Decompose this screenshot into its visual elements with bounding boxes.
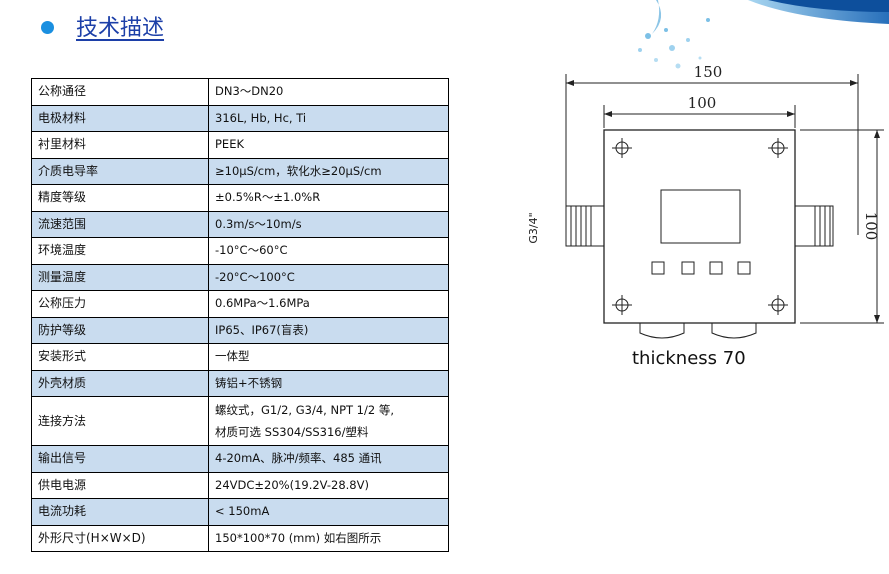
spec-label: 公称压力 — [31, 290, 209, 318]
spec-label: 环境温度 — [31, 237, 209, 265]
spec-label: 防护等级 — [31, 316, 209, 344]
spec-value: -10°C～60°C — [208, 237, 449, 265]
spec-label: 电极材料 — [31, 104, 209, 132]
heading-bullet-icon — [41, 21, 54, 34]
spec-value: 150*100*70 (mm) 如右图所示 — [208, 524, 449, 552]
spec-label: 安装形式 — [31, 343, 209, 371]
spec-value: < 150mA — [208, 498, 449, 526]
spec-row: 精度等级±0.5%R～±1.0%R — [31, 184, 449, 212]
spec-label: 输出信号 — [31, 445, 209, 473]
dim-label-100: 100 — [688, 94, 717, 112]
dimension-drawing: 150 100 100 G3/4" — [527, 63, 884, 339]
cable-gland-right — [711, 323, 757, 339]
button-3 — [709, 261, 723, 275]
spec-value: DN3～DN20 — [208, 78, 449, 106]
spec-value: 一体型 — [208, 343, 449, 371]
spec-label: 精度等级 — [31, 184, 209, 212]
spec-value-line: 螺纹式，G1/2, G3/4, NPT 1/2 等, — [215, 403, 394, 417]
thickness-label: thickness 70 — [632, 348, 746, 369]
spec-value: 316L, Hb, Hc, Ti — [208, 104, 449, 132]
spec-row: 安装形式一体型 — [31, 343, 449, 371]
spec-row: 测量温度-20°C～100°C — [31, 263, 449, 291]
spec-label: 外壳材质 — [31, 369, 209, 397]
spec-value: 24VDC±20%(19.2V-28.8V) — [208, 471, 449, 499]
water-splash-icon — [638, 0, 889, 69]
screw-icons — [612, 138, 788, 315]
spec-row: 环境温度-10°C～60°C — [31, 237, 449, 265]
spec-value: IP65、IP67(盲表) — [208, 316, 449, 344]
spec-label: 连接方法 — [31, 396, 209, 446]
spec-value: ≥10μS/cm，软化水≥20μS/cm — [208, 157, 449, 185]
right-fitting — [794, 205, 834, 247]
left-fitting — [565, 205, 605, 247]
spec-label: 供电电源 — [31, 471, 209, 499]
spec-row: 外形尺寸(H×W×D)150*100*70 (mm) 如右图所示 — [31, 524, 449, 552]
spec-row: 介质电导率≥10μS/cm，软化水≥20μS/cm — [31, 157, 449, 185]
spec-value: 0.3m/s～10m/s — [208, 210, 449, 238]
spec-value: PEEK — [208, 131, 449, 159]
spec-label: 介质电导率 — [31, 157, 209, 185]
spec-value: 0.6MPa～1.6MPa — [208, 290, 449, 318]
button-1 — [651, 261, 665, 275]
button-2 — [681, 261, 695, 275]
display-window — [660, 189, 741, 244]
spec-value: 螺纹式，G1/2, G3/4, NPT 1/2 等, 材质可选 SS304/SS3… — [208, 396, 449, 446]
dim-label-height: 100 — [862, 212, 880, 241]
spec-label: 公称通径 — [31, 78, 209, 106]
cable-gland-left — [639, 323, 685, 339]
spec-label: 外形尺寸(H×W×D) — [31, 524, 209, 552]
spec-row: 外壳材质铸铝+不锈钢 — [31, 369, 449, 397]
dim-label-150: 150 — [694, 63, 723, 81]
spec-value: -20°C～100°C — [208, 263, 449, 291]
spec-row: 连接方法螺纹式，G1/2, G3/4, NPT 1/2 等, 材质可选 SS304… — [31, 396, 449, 446]
spec-value: ±0.5%R～±1.0%R — [208, 184, 449, 212]
spec-value: 铸铝+不锈钢 — [208, 369, 449, 397]
spec-label: 流速范围 — [31, 210, 209, 238]
button-4 — [737, 261, 751, 275]
spec-label: 电流功耗 — [31, 498, 209, 526]
spec-label: 测量温度 — [31, 263, 209, 291]
enclosure-body — [603, 129, 796, 324]
spec-value: 4-20mA、脉冲/频率、485 通讯 — [208, 445, 449, 473]
spec-value-line: 材质可选 SS304/SS316/塑料 — [215, 425, 369, 439]
spec-row: 电流功耗< 150mA — [31, 498, 449, 526]
section-heading: 技术描述 — [76, 16, 165, 41]
spec-label: 衬里材料 — [31, 131, 209, 159]
thread-label: G3/4" — [527, 212, 540, 243]
